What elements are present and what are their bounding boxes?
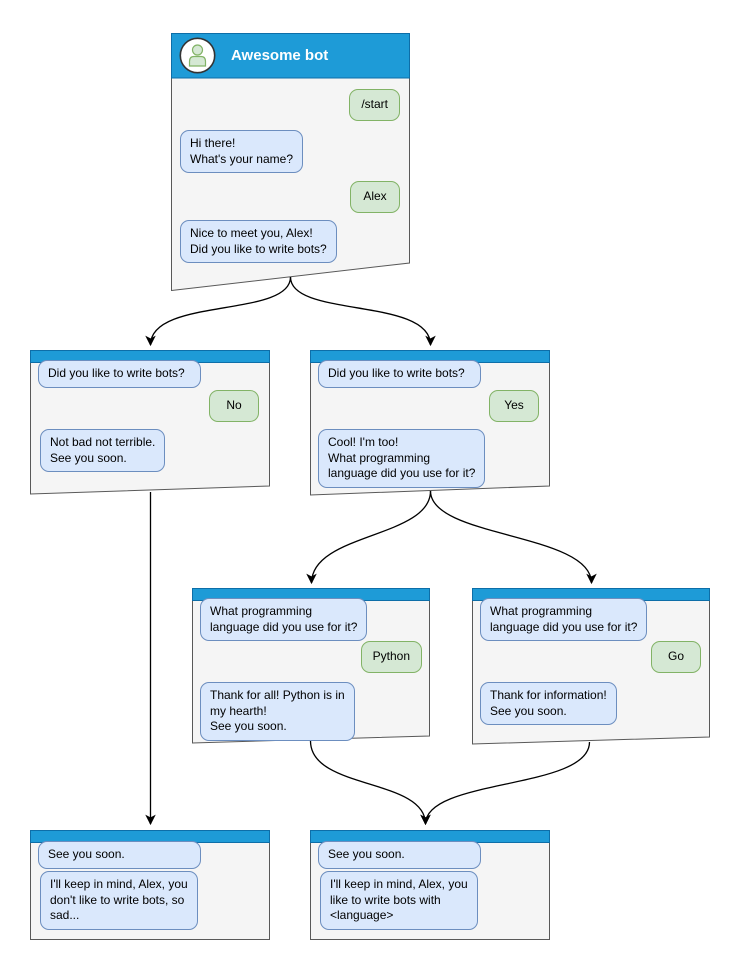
bot-message-bubble: I'll keep in mind, Alex, you like to wri… [320,871,478,930]
chat-window-end-no: See you soon. I'll keep in mind, Alex, y… [30,830,270,940]
bot-message-bubble: What programming language did you use fo… [200,598,368,642]
user-message-bubble: Python [360,641,422,673]
window-title: Awesome bot [231,47,329,64]
chat-window-awesome-bot: Awesome bot /start Hi there! What's your… [171,33,410,291]
bot-message-bubble: Nice to meet you, Alex! Did you like to … [180,220,337,264]
bot-message-bubble: See you soon. [318,841,481,869]
bot-message-bubble: Cool! I'm too! What programming language… [318,429,486,488]
user-message-bubble: Alex [350,181,400,213]
bot-message-bubble: Thank for information! See you soon. [480,682,617,726]
bot-message-bubble: Did you like to write bots? [38,360,201,388]
bot-message-bubble: See you soon. [38,841,201,869]
bot-message-bubble: Hi there! What's your name? [180,130,304,174]
user-message-bubble: Yes [489,390,539,422]
arrow-yes-to-go [429,490,597,585]
chat-window-branch-go: What programming language did you use fo… [472,588,710,746]
bot-message-bubble: What programming language did you use fo… [480,598,648,642]
bot-message-bubble: I'll keep in mind, Alex, you don't like … [40,871,198,930]
chat-window-branch-no: Did you like to write bots? No Not bad n… [30,350,270,496]
arrow-go-to-end [420,741,591,826]
bot-avatar [179,37,216,74]
bot-message-bubble: Thank for all! Python is in my hearth! S… [200,682,355,741]
chat-window-branch-python: What programming language did you use fo… [192,588,430,745]
user-message-bubble: Go [651,641,701,673]
bot-message-bubble: Not bad not terrible. See you soon. [40,429,166,473]
user-message-bubble: /start [349,89,400,121]
arrow-python-to-end [309,740,431,826]
bot-message-bubble: Did you like to write bots? [318,360,481,388]
arrow-yes-to-python [306,490,432,585]
chat-window-branch-yes: Did you like to write bots? Yes Cool! I'… [310,350,550,496]
chat-window-end-language: See you soon. I'll keep in mind, Alex, y… [310,830,550,940]
person-icon [188,44,207,67]
user-message-bubble: No [209,390,259,422]
